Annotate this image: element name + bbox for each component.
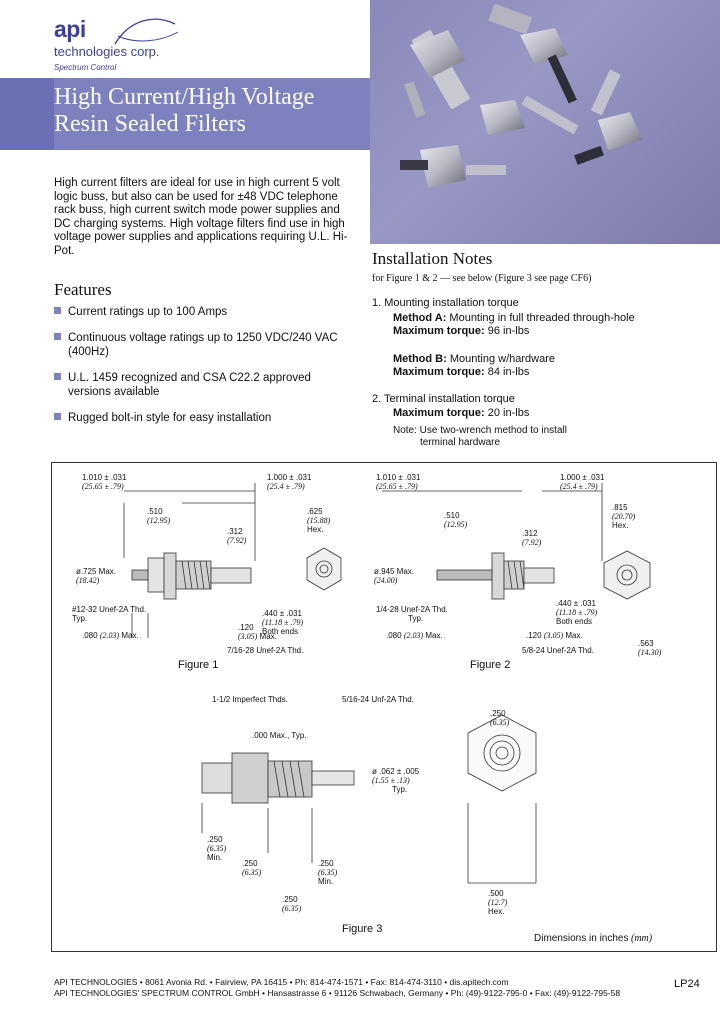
figure3-label: Figure 3	[342, 923, 383, 935]
fig3-dim: ø .062 ± .005(1.55 ± .13)Typ.	[372, 767, 420, 794]
fig2-dim: ø.945 Max.(24.00)	[374, 567, 415, 585]
footer-line-2: API TECHNOLOGIES' SPECTRUM CONTROL GmbH …	[54, 988, 621, 998]
method-b-torque: Maximum torque: 84 in-lbs	[393, 366, 530, 378]
filter-part-2	[488, 3, 577, 104]
fig2-dim: .080 (2.03) Max.	[386, 631, 443, 640]
fig3-dim: 1-1/2 Imperfect Thds.	[212, 695, 288, 704]
filter-part-4	[574, 69, 642, 165]
install-item-1: 1. Mounting installation torque	[372, 297, 519, 309]
terminal-torque: Maximum torque: 20 in-lbs	[393, 407, 530, 419]
bullet-icon	[54, 333, 61, 340]
dimension-drawings: 1.010 ± .031(25.65 ± .79) 1.000 ± .031(2…	[51, 462, 717, 952]
page-number: LP24	[674, 978, 700, 990]
fig3-dim: .000 Max., Typ.	[252, 731, 307, 740]
fig3-dim: .250(6.35)	[242, 859, 262, 877]
fig1-dim: .080 (2.03) Max.	[82, 631, 139, 640]
bullet-icon	[54, 307, 61, 314]
drawing-lines	[123, 483, 651, 884]
page-title: High Current/High Voltage Resin Sealed F…	[54, 84, 315, 137]
method-a: Method A: Mounting in full threaded thro…	[393, 312, 635, 324]
feature-item: Continuous voltage ratings up to 1250 VD…	[54, 332, 354, 359]
dimensions-note: Dimensions in inches (mm)	[534, 933, 653, 944]
filter-part-5	[400, 145, 506, 188]
fig1-dim: 1.010 ± .031(25.65 ± .79)	[82, 473, 127, 491]
fig1-dim: .312(7.92)	[227, 527, 247, 545]
install-note-cont: terminal hardware	[420, 437, 501, 448]
fig2-dim: 1.010 ± .031(25.65 ± .79)	[376, 473, 421, 491]
fig1-dim: 7/16-28 Unef-2A Thd.	[227, 646, 304, 655]
method-b: Method B: Mounting w/hardware	[393, 353, 555, 365]
fig2-dim: .510(12.95)	[444, 511, 468, 529]
fig2-dim: .440 ± .031(11.18 ± .79)Both ends	[556, 599, 598, 626]
filter-part-1	[404, 30, 470, 118]
figure3-drawing	[201, 714, 537, 884]
logo-swoosh-icon	[114, 18, 179, 45]
fig1-dim: .440 ± .031(11.18 ± .79)Both ends	[262, 609, 304, 636]
feature-item: Current ratings up to 100 Amps	[54, 306, 354, 320]
fig1-dim: .510(12.95)	[147, 507, 171, 525]
fig3-dim: .500(12.7)Hex.	[488, 889, 508, 916]
title-banner	[0, 78, 370, 150]
feature-item: Rugged bolt-in style for easy installati…	[54, 412, 354, 426]
company-logo: api	[54, 16, 86, 42]
product-photo	[370, 0, 720, 244]
figure2-label: Figure 2	[470, 659, 511, 671]
figure1-label: Figure 1	[178, 659, 219, 671]
figure1-drawing	[123, 483, 342, 638]
fig2-dim: .815(20.70)Hex.	[612, 503, 636, 530]
fig1-dim: ø.725 Max.(18.42)	[76, 567, 117, 585]
fig3-dim: .250(6.35)Min.	[207, 835, 227, 862]
fig2-dim: .312(7.92)	[522, 529, 542, 547]
figure2-drawing	[382, 483, 651, 600]
fig1-dim: .120(3.05) Max.	[238, 623, 277, 641]
fig2-dim: 1.000 ± .031(25.4 ± .79)	[560, 473, 605, 491]
filter-part-3	[480, 95, 579, 135]
fig2-dim: 5/8-24 Unef-2A Thd.	[522, 646, 594, 655]
fig1-dim: .625(15.88)Hex.	[307, 507, 331, 534]
install-subheading: for Figure 1 & 2 — see below (Figure 3 s…	[372, 273, 592, 284]
fig1-dim: #12-32 Unef-2A Thd.Typ.	[72, 605, 147, 623]
fig2-dim: .563(14.30)	[638, 639, 662, 657]
fig3-dim: .250(6.35)Min.	[318, 859, 338, 886]
fig2-dim: .120 (3.05) Max.	[526, 631, 583, 640]
banner-stripe	[0, 78, 54, 150]
features-heading: Features	[54, 280, 112, 299]
bullet-icon	[54, 413, 61, 420]
install-item-2: 2. Terminal installation torque	[372, 393, 515, 405]
feature-item: U.L. 1459 recognized and CSA C22.2 appro…	[54, 372, 354, 399]
fig3-dim: .250(6.35)	[490, 709, 510, 727]
bullet-icon	[54, 373, 61, 380]
fig3-dim: .250(6.35)	[282, 895, 302, 913]
fig1-dim: 1.000 ± .031(25.4 ± .79)	[267, 473, 312, 491]
install-heading: Installation Notes	[372, 249, 493, 268]
method-a-torque: Maximum torque: 96 in-lbs	[393, 325, 530, 337]
footer-line-1: API TECHNOLOGIES • 8061 Avonia Rd. • Fai…	[54, 977, 509, 987]
fig2-dim: 1/4-28 Unef-2A Thd.Typ.	[376, 605, 448, 623]
fig3-dim: 5/16-24 Unf-2A Thd.	[342, 695, 414, 704]
install-note: Note: Use two-wrench method to install	[393, 425, 567, 436]
division-name: Spectrum Control	[54, 63, 117, 72]
company-name: technologies corp.	[54, 44, 160, 59]
intro-paragraph: High current filters are ideal for use i…	[54, 177, 348, 257]
